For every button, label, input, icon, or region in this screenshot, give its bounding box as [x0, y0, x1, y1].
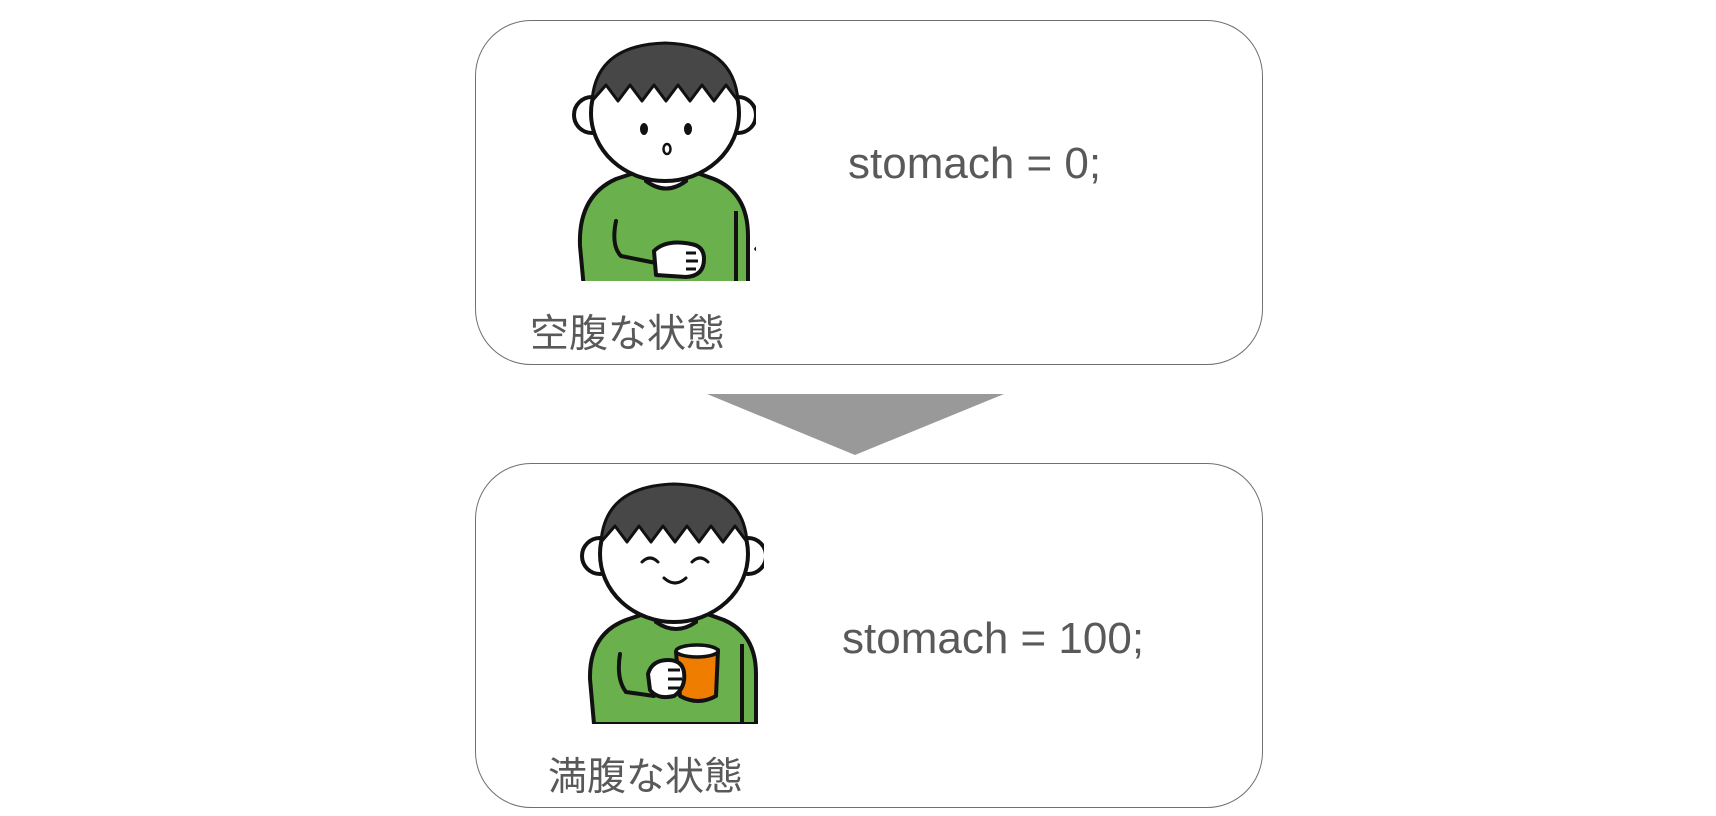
state-caption: 満腹な状態	[548, 755, 744, 800]
state-caption: 空腹な状態	[530, 312, 726, 357]
hungry-boy-icon	[572, 41, 756, 281]
state-card-hungry: 空腹な状態 stomach = 0;	[475, 20, 1263, 365]
state-code: stomach = 0;	[848, 139, 1102, 188]
full-boy-icon	[580, 482, 764, 724]
state-card-full: 満腹な状態 stomach = 100;	[475, 463, 1263, 808]
state-code: stomach = 100;	[842, 614, 1145, 663]
